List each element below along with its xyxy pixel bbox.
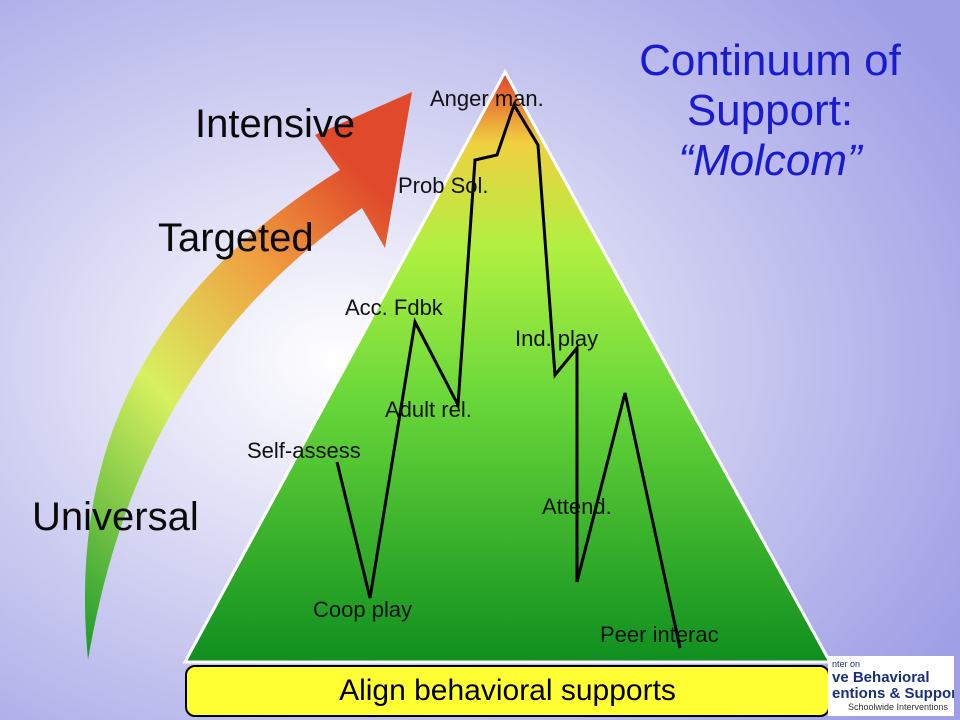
logo-line-1: nter on: [832, 659, 861, 669]
slide-title: Continuum of Support: “Molcom”: [600, 36, 940, 186]
logo-line-3: entions & Supports: [832, 685, 954, 702]
title-line-3: “Molcom”: [678, 136, 862, 185]
align-supports-banner: Align behavioral supports: [185, 665, 830, 717]
title-line-2: Support:: [686, 86, 854, 135]
skill-label-problem-solving: Prob Sol.: [398, 173, 489, 198]
tier-label-targeted: Targeted: [158, 216, 314, 260]
skill-label-peer-interaction: Peer interac: [600, 622, 719, 647]
skill-label-anger-management: Anger man.: [430, 86, 544, 111]
title-line-1: Continuum of: [639, 36, 901, 85]
skill-label-attend: Attend.: [542, 494, 612, 519]
skill-label-accepting-feedback: Acc. Fdbk: [345, 295, 443, 320]
skill-label-self-assess: Self-assess: [247, 438, 361, 463]
skill-label-coop-play: Coop play: [313, 597, 413, 622]
intensity-arrow: [84, 92, 413, 660]
tier-label-intensive: Intensive: [195, 102, 356, 146]
skill-profile-line: [335, 101, 682, 649]
support-pyramid: [182, 68, 833, 664]
logo-line-4: Schoolwide Interventions: [848, 702, 949, 712]
skill-label-adult-relations: Adult rel.: [385, 397, 472, 422]
logo-line-2: ve Behavioral: [832, 669, 930, 686]
tier-label-universal: Universal: [32, 495, 199, 539]
pbis-logo: nter on ve Behavioral entions & Supports…: [828, 656, 954, 716]
skill-label-independent-play: Ind. play: [515, 326, 599, 351]
